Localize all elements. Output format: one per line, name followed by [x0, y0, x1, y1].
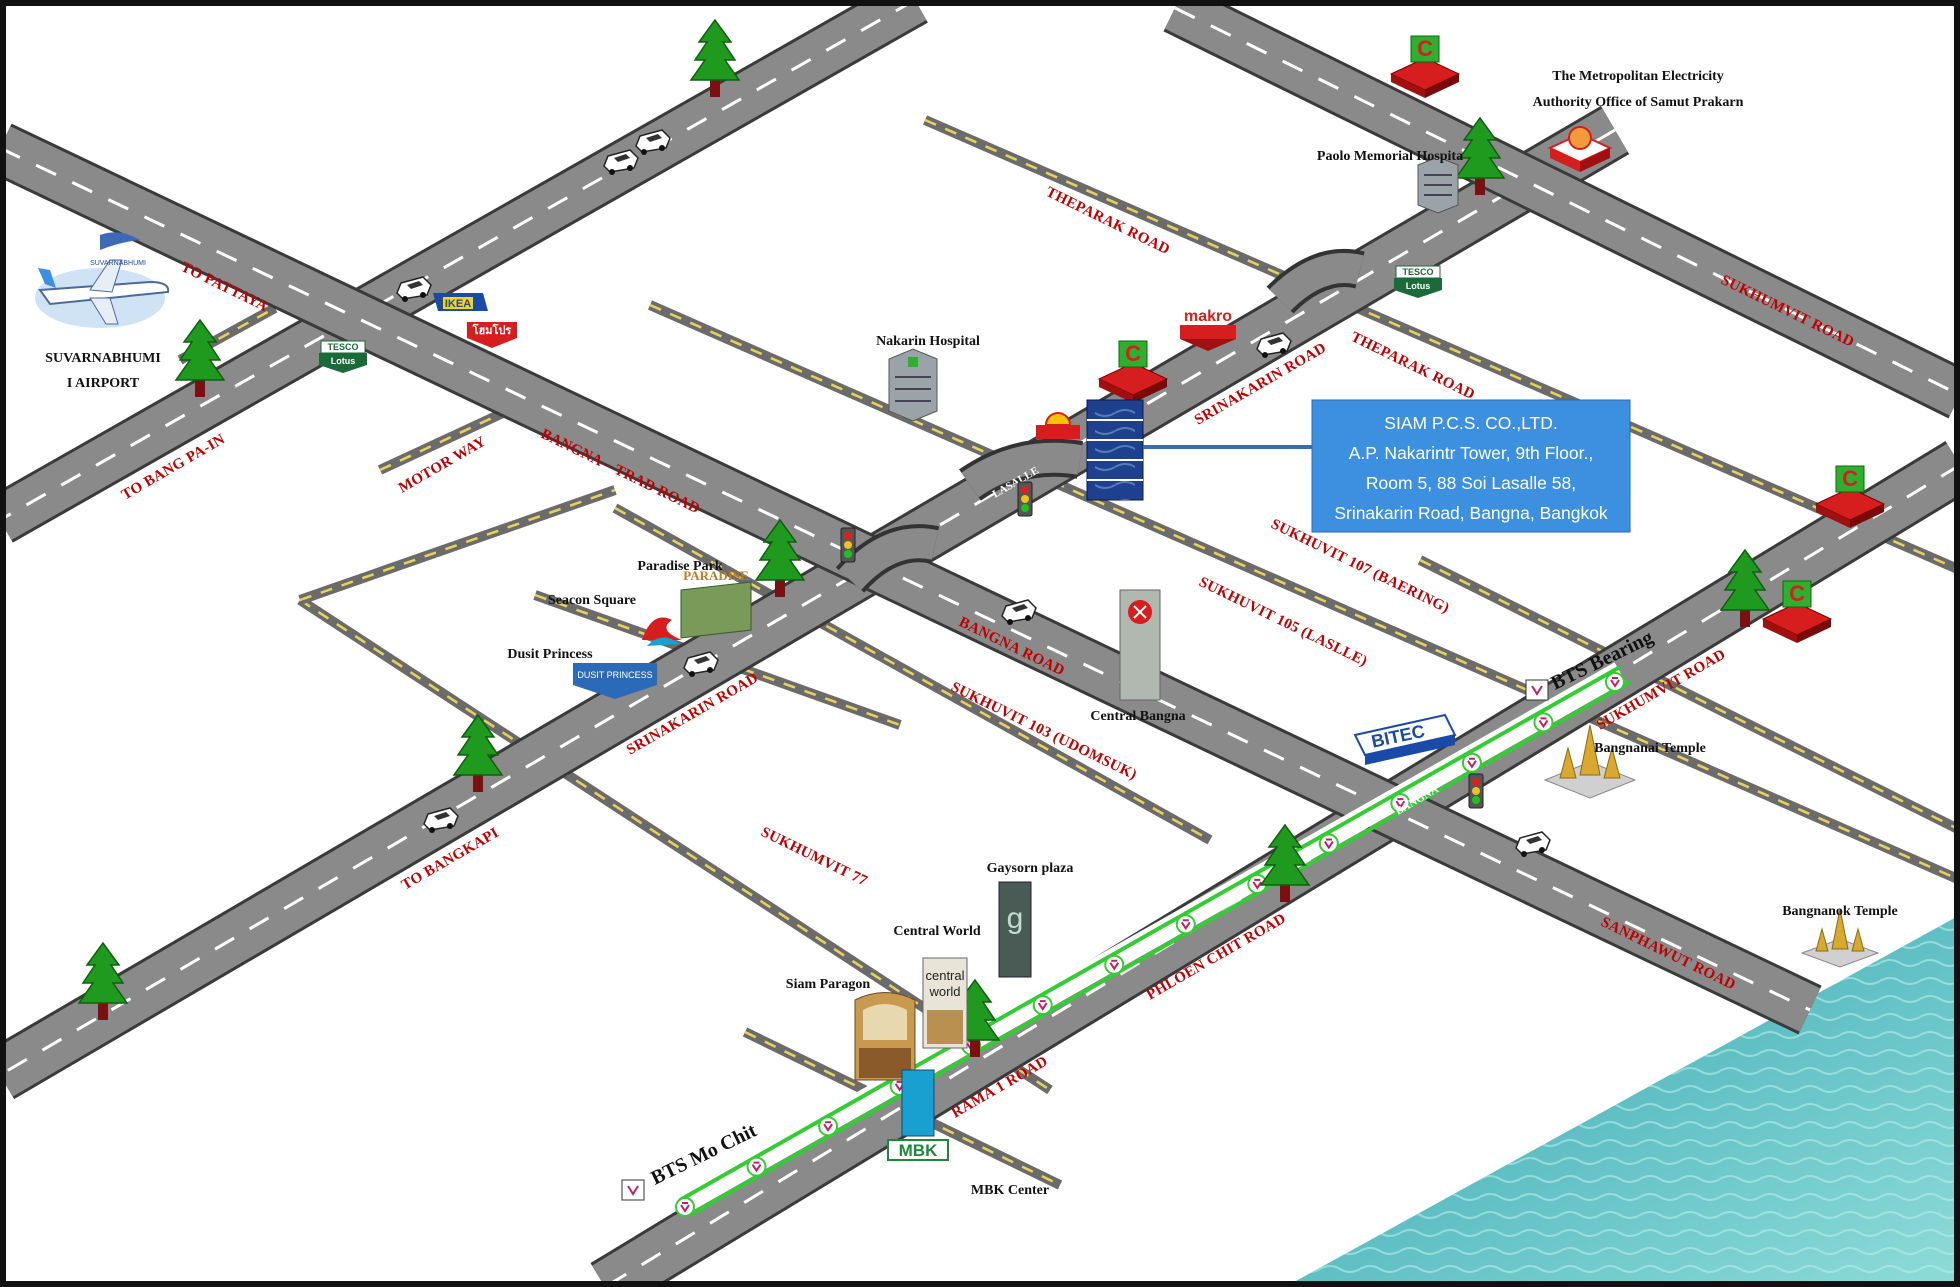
road-label-theparak-2: THEPARAK ROAD: [1348, 329, 1477, 403]
airport-logo-text: SUVARNABHUMI: [90, 260, 146, 267]
paolo-hospital: [1417, 156, 1459, 214]
mea-office: [1547, 126, 1613, 172]
bts-station-marker: [818, 1116, 839, 1137]
ikea-text: IKEA: [445, 298, 471, 310]
info-box-line3: Room 5, 88 Soi Lasalle 58,: [1366, 473, 1576, 493]
dusit-sign-icon: [573, 663, 657, 699]
seacon-square: [642, 617, 682, 646]
gaysorn-label: Gaysorn plaza: [987, 861, 1074, 876]
nakarin-hospital: [888, 348, 938, 422]
central-world-label: Central World: [893, 924, 980, 939]
homepro-sign: โฮมโปร: [467, 322, 517, 348]
makro-store-icon: [1180, 325, 1236, 339]
central-bangna-label: Central Bangna: [1090, 709, 1185, 724]
ikea-sign: IKEA: [433, 293, 488, 311]
traffic-light-icon: [1468, 773, 1484, 809]
bts-station-marker: [1318, 833, 1339, 854]
mbk-label: MBK Center: [971, 1183, 1049, 1198]
dusit-sign-text: DUSIT PRINCESS: [577, 670, 652, 680]
bitec: BITEC: [1353, 713, 1457, 765]
water-waves: [1285, 915, 1960, 1287]
bts-station-icon: [1525, 679, 1549, 701]
mea-label-line2: Authority Office of Samut Prakarn: [1533, 95, 1744, 110]
traffic-light-icon: [1017, 481, 1033, 517]
bts-station-marker: [1461, 752, 1482, 773]
info-box-line4: Srinakarin Road, Bangna, Bangkok: [1334, 503, 1608, 523]
gaysorn-plaza: g: [998, 881, 1032, 978]
lotus-text: Lotus: [1406, 281, 1431, 291]
bts-station-marker: [1175, 914, 1196, 935]
airport-label-line1: SUVARNABHUMI: [45, 351, 161, 366]
shell-station: [1036, 412, 1080, 439]
central-world: central world: [922, 957, 968, 1049]
siam-paragon: [854, 992, 916, 1081]
mall-tower-icon: [901, 1069, 935, 1137]
central-world-sign-line2: world: [928, 984, 960, 999]
central-bangna: [1119, 589, 1161, 701]
svg-text:g: g: [1007, 902, 1024, 935]
hospital-icon: [888, 348, 938, 422]
bangnanai-temple-label: Bangnanai Temple: [1594, 741, 1706, 756]
nakarin-label: Nakarin Hospital: [876, 334, 980, 349]
makro-store: makro: [1180, 308, 1236, 351]
info-box-line1: SIAM P.C.S. CO.,LTD.: [1384, 413, 1557, 433]
mbk-sign-text: MBK: [899, 1141, 938, 1160]
mall-icon: [680, 581, 752, 639]
bts-station-marker: [746, 1156, 767, 1177]
bts-station-marker: [1104, 954, 1125, 975]
lotus-text: Lotus: [331, 356, 356, 366]
bts-station-marker: [1032, 995, 1053, 1016]
airport-logo-icon: [100, 232, 140, 250]
homepro-text: โฮมโปร: [472, 323, 512, 337]
bangnanai-temple: [1543, 724, 1637, 799]
mea-label-line1: The Metropolitan Electricity: [1552, 69, 1724, 84]
road-label-sukhumvit-77: SUKHUMVIT 77: [758, 824, 870, 889]
lotus-top-text: TESCO: [327, 342, 358, 352]
road-label-sukhuvit-105: SUKHUVIT 105 (LASLLE): [1196, 574, 1370, 670]
traffic-light-icon: [840, 527, 856, 563]
shell-station-icon: [1036, 425, 1080, 439]
company-info-box: SIAM P.C.S. CO.,LTD. A.P. Nakarintr Towe…: [1311, 399, 1631, 533]
bts-station-marker: [1605, 672, 1625, 692]
dusit-princess-label: Dusit Princess: [507, 647, 593, 662]
lotus-top-text: TESCO: [1402, 267, 1433, 277]
temple-icon: [1831, 908, 1849, 950]
airport: SUVARNABHUMI: [35, 232, 170, 328]
paradise-sign-text: PARADISE: [683, 568, 749, 583]
central-world-sign-line1: central: [925, 968, 964, 983]
paradise-park: PARADISE: [680, 568, 752, 639]
bts-station-marker: [1533, 712, 1554, 733]
office-tower: [1086, 399, 1144, 501]
makro-text: makro: [1184, 308, 1232, 325]
bangnanok-temple: [1800, 908, 1880, 968]
paolo-label: Paolo Memorial Hospita: [1317, 149, 1463, 164]
seacon-logo-icon: [642, 617, 682, 640]
bts-station-icon: [621, 1179, 645, 1201]
bigc-store-icon: [1390, 35, 1460, 99]
paradise-park-label: Paradise Park: [637, 559, 722, 574]
airport-label-line2: I AIRPORT: [67, 376, 140, 391]
homepro-sign-icon: [467, 322, 517, 348]
seacon-square-label: Seacon Square: [548, 593, 636, 608]
bts-bearing-station: [1525, 679, 1549, 701]
dusit-princess: DUSIT PRINCESS: [573, 663, 657, 699]
lotus-signs: TESCO Lotus TESCO Lotus: [318, 265, 1443, 374]
mall-tower-icon: [998, 881, 1032, 978]
info-box-line2: A.P. Nakarintr Tower, 9th Floor.,: [1349, 443, 1593, 463]
mbk-center: MBK: [887, 1069, 949, 1161]
bts-mochit-station: [621, 1179, 645, 1201]
bts-station-marker: [675, 1197, 695, 1217]
airplane-icon: [38, 280, 170, 306]
siam-paragon-label: Siam Paragon: [786, 977, 871, 992]
temple-icon: [1579, 724, 1601, 776]
bangnanok-temple-label: Bangnanok Temple: [1782, 904, 1898, 919]
info-box-background: [1311, 399, 1631, 533]
